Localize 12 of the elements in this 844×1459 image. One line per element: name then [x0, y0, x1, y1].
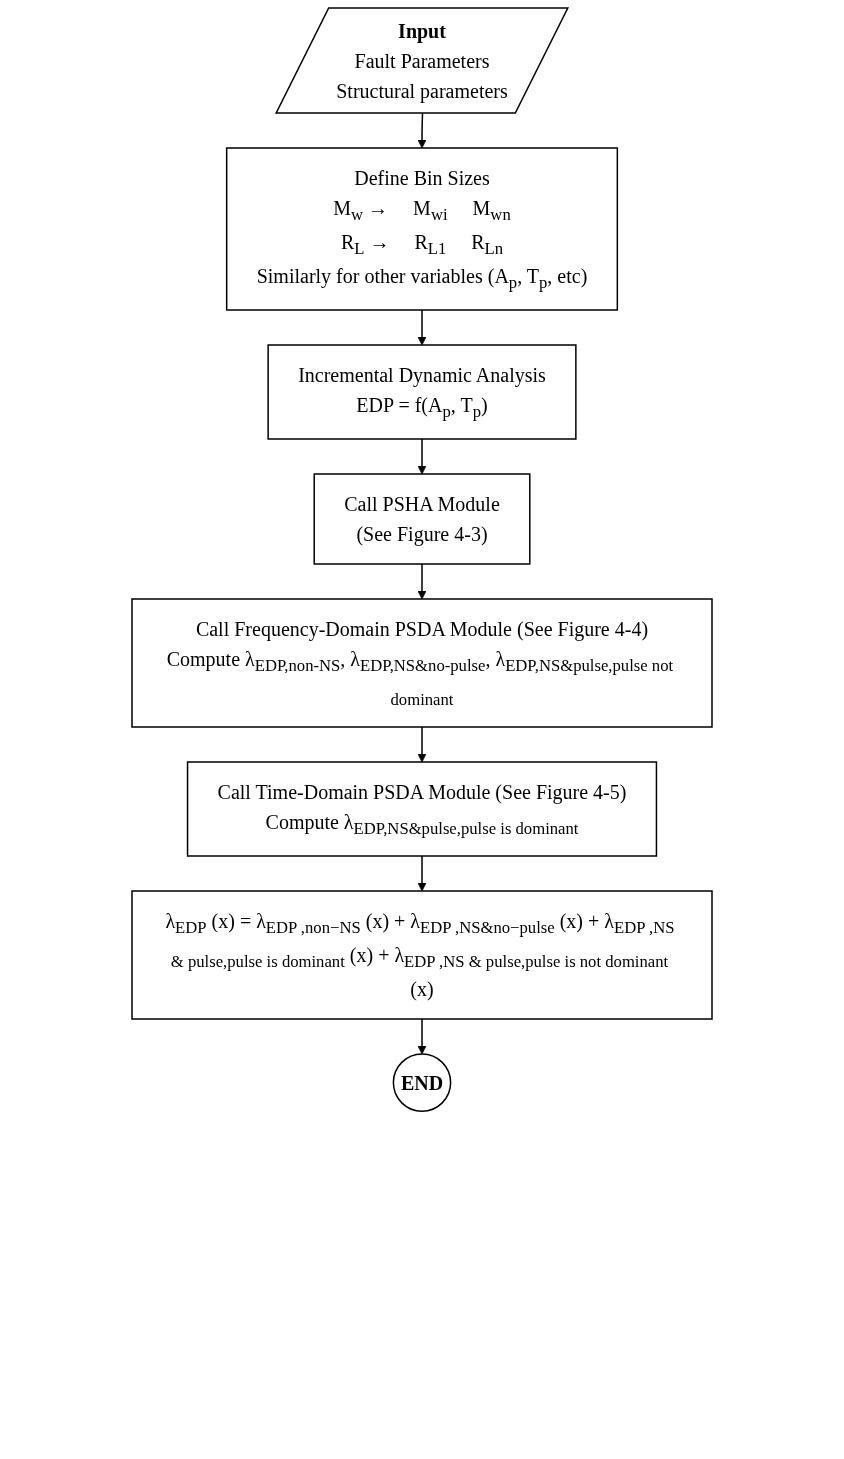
- node-box: Define Bin Sizes M$_{w}$ → M$_{wi}$ M$_{wn}$ R$_{L}$ → R$_{L1}$ R$_{Ln}$ Similarly for other variables (A$_{p}$, T$_{p}$, etc): [225, 147, 619, 311]
- node-box: Call PSHA Module (See Figure 4-3): [313, 473, 531, 565]
- node-box: λ$_{EDP}$ (x) = λ$_{EDP ,non−NS}$ (x) + λ$_{EDP ,NS&no−pulse}$ (x) + λ$_{EDP ,NS}$ $_{& pulse,pulse is dominant}$ (x) + λ$_{EDP ,NS & pulse,pulse is not dominant}$ (x): [131, 890, 713, 1020]
- node-box: Incremental Dynamic Analysis EDP = f(A$_{p}$, T$_{p}$): [267, 344, 577, 440]
- node-box: Call Time-Domain PSDA Module (See Figure 4-5) Compute λ$_{EDP,NS&pulse,pulse is dominant}$: [186, 761, 658, 857]
- arrow: [417, 726, 427, 763]
- arrow: [417, 563, 427, 600]
- arrow: [417, 309, 427, 346]
- arrow: [417, 438, 427, 475]
- arrow: [417, 855, 427, 892]
- arrow: [417, 1018, 427, 1055]
- node-circle: END: [392, 1053, 452, 1112]
